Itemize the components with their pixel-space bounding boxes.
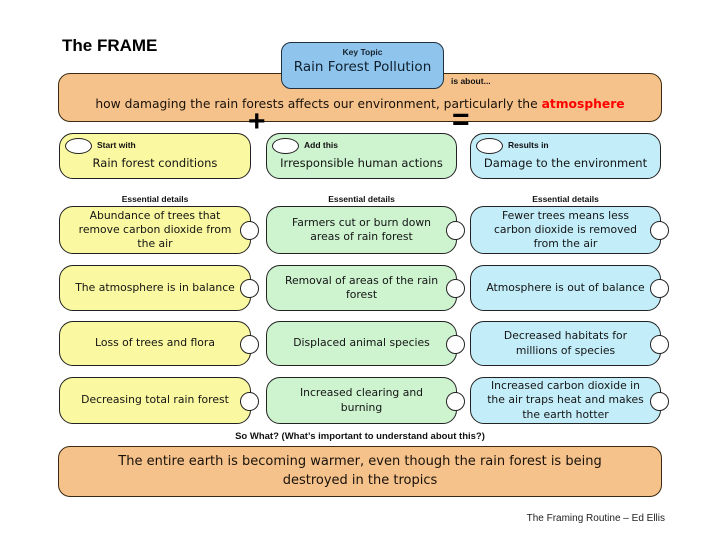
detail-box: Decreasing total rain forest — [59, 377, 259, 424]
oval-icon — [65, 138, 92, 154]
detail-text: Removal of areas of the rain forest — [284, 273, 439, 301]
add-this-box: Add this Irresponsible human actions — [266, 133, 457, 179]
connector-circle-icon — [650, 334, 669, 354]
add-this-value: Irresponsible human actions — [280, 156, 443, 170]
detail-text: Increased carbon dioxide in the air trap… — [487, 379, 644, 421]
detail-box: Abundance of trees that remove carbon di… — [59, 206, 259, 254]
connector-circle-icon — [240, 221, 259, 240]
essential-details-label: Essential details — [328, 194, 395, 204]
detail-text: Displaced animal species — [293, 336, 430, 350]
detail-box: Farmers cut or burn down areas of rain f… — [266, 206, 465, 254]
connector-circle-icon — [650, 391, 669, 411]
results-in-box: Results in Damage to the environment — [470, 133, 661, 179]
is-about-text: how damaging the rain forests affects ou… — [71, 97, 649, 111]
detail-box: The atmosphere is in balance — [59, 265, 259, 311]
oval-icon — [476, 138, 503, 154]
essential-details-label: Essential details — [121, 194, 189, 204]
key-topic-box: Key Topic Rain Forest Pollution — [281, 42, 444, 89]
equals-operator: = — [452, 103, 470, 136]
plus-operator: + — [248, 105, 266, 138]
is-about-text-prefix: how damaging the rain forests affects ou… — [95, 97, 542, 111]
connector-circle-icon — [446, 391, 465, 411]
detail-text: Decreasing total rain forest — [81, 393, 229, 407]
connector-circle-icon — [240, 391, 259, 411]
connector-circle-icon — [446, 221, 465, 240]
conclusion-text: The entire earth is becoming warmer, eve… — [118, 454, 602, 488]
essential-details-label: Essential details — [532, 194, 599, 204]
key-topic-label: Key Topic — [342, 47, 383, 57]
connector-circle-icon — [240, 334, 259, 354]
detail-box: Decreased habitats for millions of speci… — [470, 321, 669, 366]
start-with-label: Start with — [97, 140, 136, 150]
atmosphere-highlight: atmosphere — [541, 97, 625, 111]
detail-box: Increased clearing and burning — [266, 377, 465, 424]
detail-text: Loss of trees and flora — [95, 336, 215, 350]
add-this-label: Add this — [304, 140, 338, 150]
detail-text: Farmers cut or burn down areas of rain f… — [291, 215, 431, 243]
detail-text: Abundance of trees that remove carbon di… — [78, 208, 232, 251]
start-with-box: Start with Rain forest conditions — [59, 133, 251, 179]
start-with-value: Rain forest conditions — [92, 156, 218, 170]
detail-box: Fewer trees means less carbon dioxide is… — [470, 206, 669, 254]
oval-icon — [272, 138, 299, 154]
page-title: The FRAME — [62, 36, 158, 55]
detail-box: Loss of trees and flora — [59, 321, 259, 366]
detail-text: The atmosphere is in balance — [75, 280, 235, 294]
connector-circle-icon — [240, 279, 259, 298]
results-in-label: Results in — [508, 140, 549, 150]
so-what-label: So What? (What’s important to understand… — [235, 431, 485, 442]
detail-text: Increased clearing and burning — [299, 386, 424, 414]
detail-text: Decreased habitats for millions of speci… — [503, 329, 628, 357]
detail-box: Increased carbon dioxide in the air trap… — [470, 377, 669, 424]
connector-circle-icon — [446, 334, 465, 354]
detail-text: Fewer trees means less carbon dioxide is… — [493, 208, 638, 251]
key-topic-value: Rain Forest Pollution — [293, 59, 432, 75]
detail-box: Displaced animal species — [266, 321, 465, 366]
detail-box: Atmosphere is out of balance — [470, 265, 669, 311]
detail-box: Removal of areas of the rain forest — [266, 265, 465, 311]
footer-credit: The Framing Routine – Ed Ellis — [526, 513, 665, 524]
results-in-value: Damage to the environment — [483, 156, 648, 170]
connector-circle-icon — [446, 279, 465, 298]
connector-circle-icon — [650, 221, 669, 240]
connector-circle-icon — [650, 279, 669, 298]
detail-text: Atmosphere is out of balance — [486, 280, 645, 294]
is-about-label: is about... — [451, 76, 491, 86]
conclusion-box: The entire earth is becoming warmer, eve… — [58, 446, 662, 497]
